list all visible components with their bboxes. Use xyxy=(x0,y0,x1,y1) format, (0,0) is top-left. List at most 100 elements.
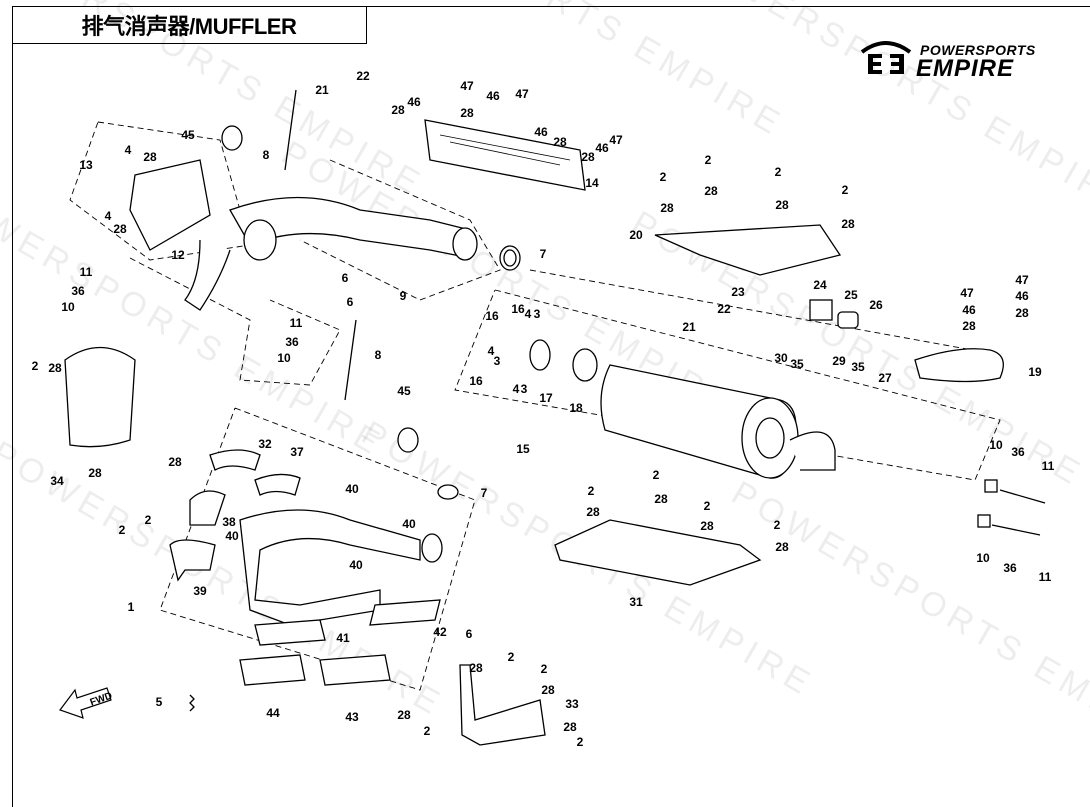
part-callout: 16 xyxy=(469,374,483,388)
part-callout: 26 xyxy=(869,298,883,312)
part-callout: 40 xyxy=(402,517,416,531)
part-callout: 2 xyxy=(118,523,126,537)
part-callout: 29 xyxy=(832,354,846,368)
part-callout: 17 xyxy=(539,391,553,405)
part-callout: 28 xyxy=(553,135,567,149)
part-callout: 35 xyxy=(790,357,804,371)
drawing-frame xyxy=(12,6,1090,807)
part-callout: 7 xyxy=(539,247,547,261)
part-callout: 2 xyxy=(652,468,660,482)
guard-34 xyxy=(64,347,136,448)
part-callout: 11 xyxy=(289,316,303,330)
part-callout: 10 xyxy=(61,300,75,314)
part-callout: 24 xyxy=(813,278,827,292)
part-callout: 2 xyxy=(773,518,781,532)
part-callout: 27 xyxy=(878,371,892,385)
part-callout: 2 xyxy=(703,499,711,513)
part-callout: 46 xyxy=(407,95,421,109)
bracket-33 xyxy=(459,664,546,746)
part-callout: 28 xyxy=(700,519,714,533)
part-callout: 10 xyxy=(277,351,291,365)
fwd-arrow-icon xyxy=(59,687,112,719)
part-callout: 25 xyxy=(844,288,858,302)
part-callout: 28 xyxy=(113,222,127,236)
part-callout: 1 xyxy=(127,600,135,614)
part-callout: 28 xyxy=(1015,306,1029,320)
part-callout: 28 xyxy=(775,198,789,212)
brand-logo: POWERSPORTS EMPIRE xyxy=(858,38,1068,84)
part-callout: 28 xyxy=(88,466,102,480)
part-callout: 36 xyxy=(1011,445,1025,459)
part-callout: 19 xyxy=(1028,365,1042,379)
part-callout: 9 xyxy=(399,289,407,303)
part-callout: 28 xyxy=(469,661,483,675)
part-callout: 28 xyxy=(391,103,405,117)
part-callout: 28 xyxy=(581,150,595,164)
part-callout: 41 xyxy=(336,631,350,645)
part-callout: 15 xyxy=(516,442,530,456)
part-callout: 40 xyxy=(349,558,363,572)
part-callout: 22 xyxy=(356,69,370,83)
part-callout: 2 xyxy=(576,735,584,749)
part-callout: 8 xyxy=(262,148,270,162)
part-callout: 2 xyxy=(423,724,431,738)
part-callout: 2 xyxy=(587,484,595,498)
part-callout: 2 xyxy=(774,165,782,179)
heat-shield-14 xyxy=(424,119,586,191)
part-callout: 36 xyxy=(71,284,85,298)
part-callout: 28 xyxy=(775,540,789,554)
part-callout: 2 xyxy=(144,513,152,527)
page-title: 排气消声器/MUFFLER xyxy=(12,6,367,44)
part-callout: 11 xyxy=(1038,570,1052,584)
part-callout: 39 xyxy=(193,584,207,598)
part-callout: 47 xyxy=(515,87,529,101)
group-outlines xyxy=(69,121,1001,691)
part-callout: 11 xyxy=(79,265,93,279)
part-callout: 46 xyxy=(534,125,548,139)
part-callout: 40 xyxy=(225,529,239,543)
part-callout: 47 xyxy=(460,79,474,93)
part-callout: 28 xyxy=(654,492,668,506)
part-callout: 38 xyxy=(222,515,236,529)
part-callout: 36 xyxy=(285,335,299,349)
part-callout: 28 xyxy=(563,720,577,734)
part-callout: 43 xyxy=(345,710,359,724)
part-callout: 12 xyxy=(171,248,185,262)
part-callout: 46 xyxy=(595,141,609,155)
part-callout: 16 xyxy=(485,309,499,323)
logo-empire: EMPIRE xyxy=(916,55,1015,82)
part-callout: 2 xyxy=(507,650,515,664)
part-callout: 28 xyxy=(586,505,600,519)
part-callout: 4 xyxy=(524,307,532,321)
part-callout: 3 xyxy=(520,382,528,396)
part-callout: 28 xyxy=(841,217,855,231)
part-callout: 30 xyxy=(774,351,788,365)
tail-pipe-19 xyxy=(914,348,1004,383)
part-callout: 28 xyxy=(48,361,62,375)
part-callout: 4 xyxy=(512,382,520,396)
part-callout: 18 xyxy=(569,401,583,415)
exploded-parts-diagram xyxy=(64,89,1046,746)
part-callout: 28 xyxy=(143,150,157,164)
heat-guard-12 xyxy=(129,159,211,251)
part-callout: 28 xyxy=(460,106,474,120)
part-callout: 46 xyxy=(1015,289,1029,303)
part-callout: 6 xyxy=(341,271,349,285)
part-callout: 32 xyxy=(258,437,272,451)
wing-emblem-icon xyxy=(860,41,912,74)
part-callout: 2 xyxy=(704,153,712,167)
part-callout: 5 xyxy=(155,695,163,709)
part-callout: 46 xyxy=(962,303,976,317)
part-callout: 6 xyxy=(465,627,473,641)
part-callout: 2 xyxy=(659,170,667,184)
part-callout: 13 xyxy=(79,158,93,172)
part-callout: 3 xyxy=(493,354,501,368)
part-callout: 10 xyxy=(976,551,990,565)
part-callout: 45 xyxy=(397,384,411,398)
part-callout: 47 xyxy=(1015,273,1029,287)
part-callout: 23 xyxy=(731,285,745,299)
part-callout: 4 xyxy=(104,209,112,223)
part-callout: 16 xyxy=(511,302,525,316)
header-pipe-1 xyxy=(239,509,421,626)
part-callout: 37 xyxy=(290,445,304,459)
